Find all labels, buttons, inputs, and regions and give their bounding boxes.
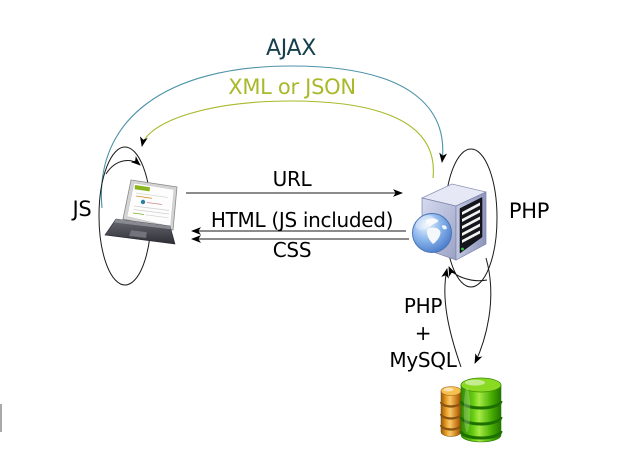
js-self-loop-arrow	[105, 156, 141, 175]
webpage-bullet-icon	[140, 199, 146, 205]
label-php-mysql-line3: MySQL	[389, 348, 457, 372]
xml-json-response-arc	[140, 100, 434, 179]
webpage-logo	[134, 185, 150, 192]
label-php-mysql-line1: PHP	[403, 294, 443, 318]
laptop-screen	[122, 179, 178, 231]
globe-icon	[412, 213, 452, 253]
label-ajax: AJAX	[265, 36, 317, 61]
php-self-loop-arrow	[448, 266, 488, 282]
laptop-trackpad	[128, 229, 148, 239]
db-to-server-arrow	[441, 268, 462, 368]
label-url-request: URL	[272, 167, 312, 191]
server-power-led	[461, 247, 464, 251]
laptop-base	[104, 218, 176, 245]
label-php-server: PHP	[508, 199, 550, 223]
server-to-db-arrow	[474, 257, 492, 364]
database-cylinders-icon	[439, 377, 503, 443]
left-edge-artifact	[0, 404, 2, 432]
db-cylinder-green	[459, 377, 503, 443]
label-html-response: HTML (JS included)	[210, 208, 394, 232]
server-tower-globe-icon	[412, 183, 488, 261]
label-php-mysql-line2: +	[414, 321, 432, 345]
laptop-icon	[104, 179, 178, 245]
label-php-mysql: PHP + MySQL	[373, 293, 473, 374]
label-css-response: CSS	[272, 238, 312, 262]
ajax-request-arc	[100, 65, 448, 209]
label-js-client: JS	[72, 197, 92, 221]
label-xml-or-json: XML or JSON	[228, 75, 356, 99]
db-cylinder-orange	[439, 386, 463, 437]
